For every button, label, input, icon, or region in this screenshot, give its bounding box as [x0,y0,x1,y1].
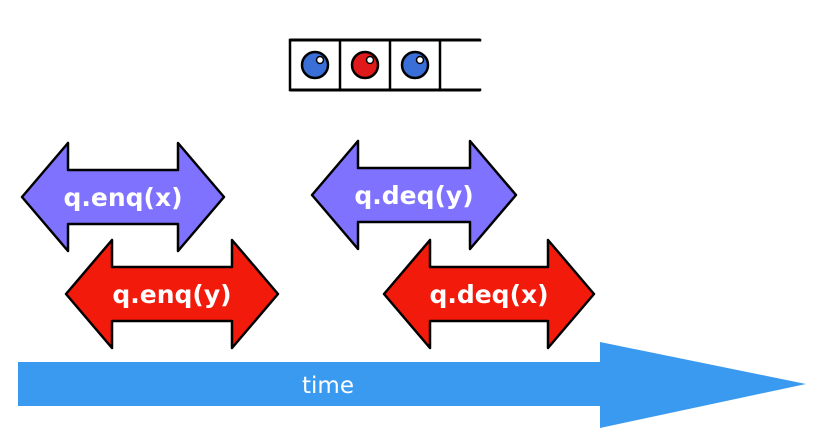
timeline: time [18,342,806,428]
interval-arrow [20,141,226,253]
op-label: q.deq(x) [429,280,548,309]
interval-arrow [382,238,596,350]
time-arrow [18,342,806,428]
op-label: q.deq(y) [354,181,473,210]
timeline-label: time [302,373,354,399]
interval-arrow [310,139,518,251]
queue-ball [300,50,330,80]
op-enq-y: q.enq(y) [64,238,280,350]
queue-ball [400,50,430,80]
ball-highlight [315,55,325,65]
op-deq-x: q.deq(x) [382,238,596,350]
op-enq-x: q.enq(x) [20,141,226,253]
op-label: q.enq(y) [112,280,231,309]
ball-highlight [415,55,425,65]
interval-arrow [64,238,280,350]
ball-highlight [365,55,375,65]
op-label: q.enq(x) [63,183,182,212]
queue-ball [350,50,380,80]
op-deq-y: q.deq(y) [310,139,518,251]
queue [288,38,482,92]
